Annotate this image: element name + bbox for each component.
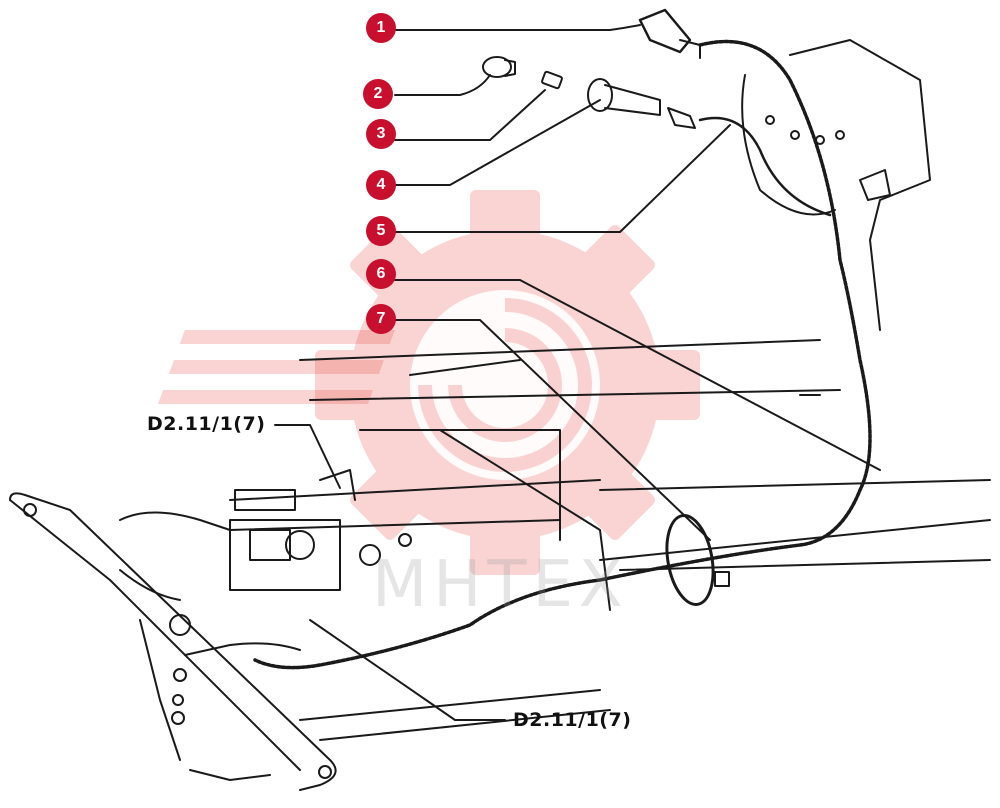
- watermark-text: МНТЕХ: [372, 548, 629, 622]
- reference-label-upper: D2.11/1(7): [147, 413, 266, 435]
- callout-2[interactable]: 2: [363, 79, 393, 109]
- callout-4[interactable]: 4: [366, 170, 396, 200]
- callout-6[interactable]: 6: [366, 259, 396, 289]
- reference-label-lower: D2.11/1(7): [513, 709, 632, 731]
- callout-7[interactable]: 7: [366, 304, 396, 334]
- callout-1[interactable]: 1: [366, 13, 396, 43]
- callout-5[interactable]: 5: [366, 216, 396, 246]
- callout-3[interactable]: 3: [366, 119, 396, 149]
